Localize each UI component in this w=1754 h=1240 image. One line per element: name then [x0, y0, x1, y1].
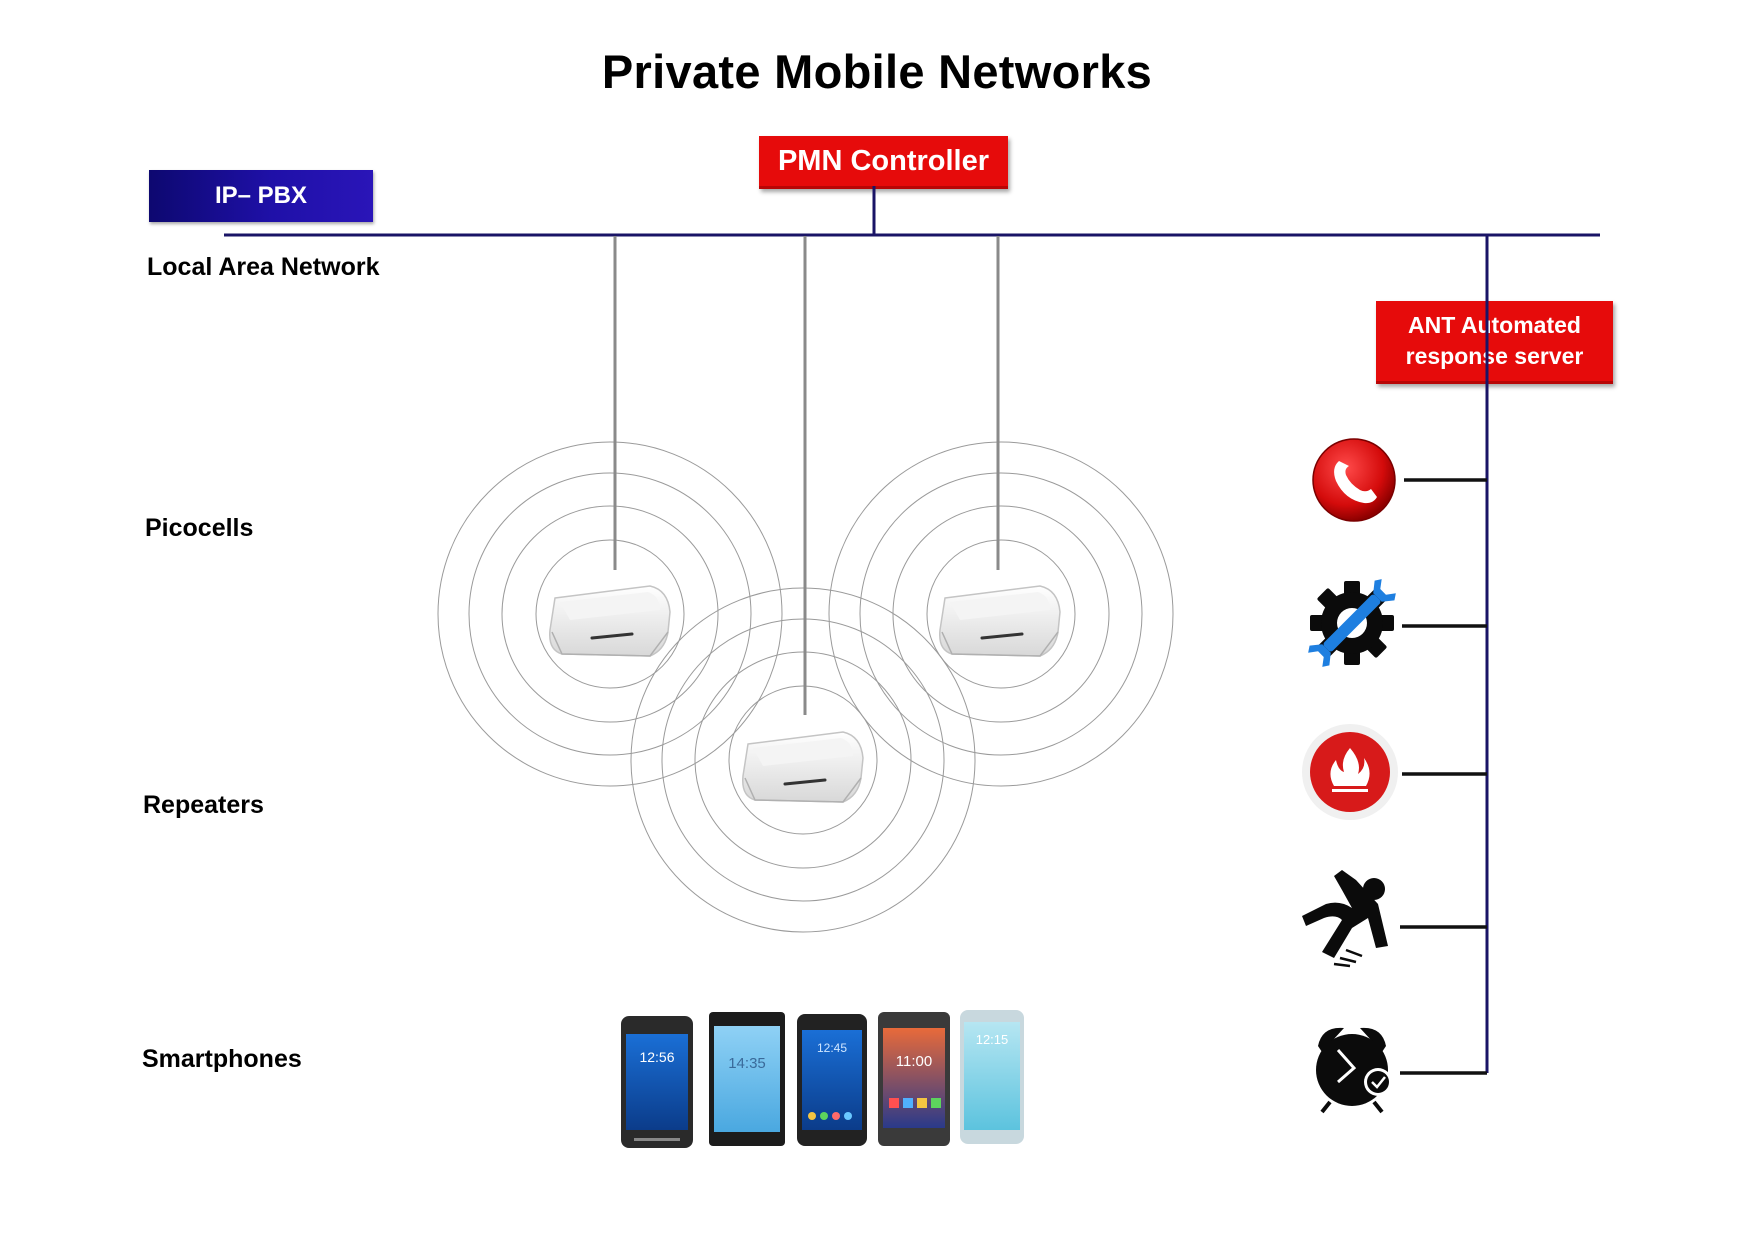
smartphone-2: 14:35: [709, 1012, 785, 1146]
repeater-device-center: [742, 731, 864, 803]
coverage-rings-center: [630, 587, 976, 933]
phone-time-2: 14:35: [728, 1055, 766, 1072]
phone-time-5: 12:15: [976, 1032, 1009, 1047]
smartphone-4: 11:00: [878, 1012, 950, 1146]
ant-server-label: ANT Automated response server: [1405, 312, 1584, 369]
page-title: Private Mobile Networks: [601, 45, 1153, 98]
phone-icon[interactable]: [1312, 438, 1396, 522]
smartphone-1: 12:56: [621, 1016, 693, 1148]
smartphone-3: 12:45: [797, 1014, 867, 1146]
lan-label: Local Area Network: [147, 253, 380, 281]
picocell-device-left: [549, 585, 671, 657]
ant-server-box[interactable]: ANT Automated response server: [1376, 301, 1613, 384]
phone-time-3: 12:45: [817, 1041, 847, 1055]
coverage-rings-left: [437, 441, 783, 787]
person-falling-icon[interactable]: [1302, 870, 1388, 968]
alarm-clock-icon[interactable]: [1316, 1027, 1392, 1114]
fire-icon[interactable]: [1302, 724, 1398, 820]
repeaters-label: Repeaters: [143, 791, 264, 819]
smartphone-5: 12:15: [960, 1010, 1024, 1144]
gear-wrench-icon[interactable]: [1305, 576, 1398, 669]
picocells-label: Picocells: [145, 514, 254, 542]
smartphones-label: Smartphones: [142, 1045, 302, 1073]
phone-time-1: 12:56: [639, 1049, 674, 1065]
coverage-rings-right: [828, 441, 1174, 787]
pmn-controller-label: PMN Controller: [777, 144, 990, 177]
picocell-device-right: [939, 585, 1061, 657]
ip-pbx-label: IP– PBX: [214, 182, 308, 209]
phone-time-4: 11:00: [896, 1053, 932, 1070]
ip-pbx-box[interactable]: IP– PBX: [149, 170, 373, 222]
pmn-controller-box[interactable]: PMN Controller: [759, 136, 1008, 189]
